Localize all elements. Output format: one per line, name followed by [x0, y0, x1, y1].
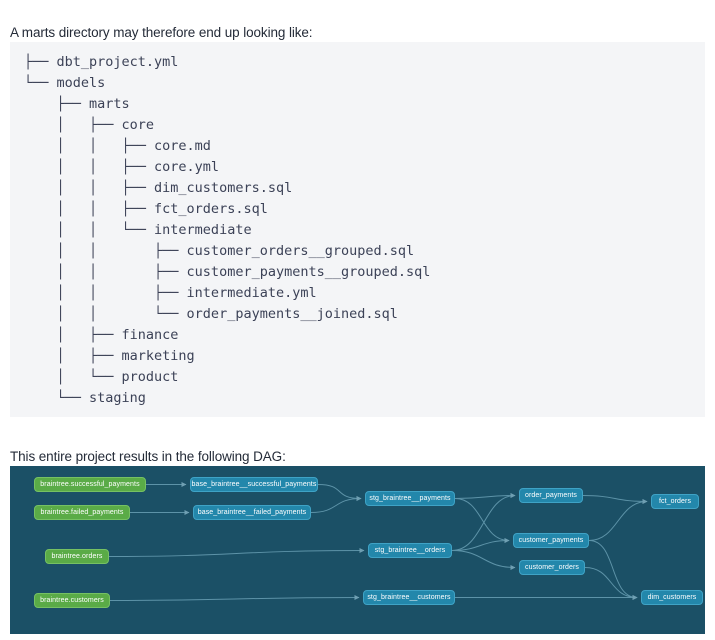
dag-edge-customer_payments-to-fct_orders — [588, 499, 648, 541]
dag-paragraph: This entire project results in the follo… — [10, 448, 286, 464]
dag-node-customer_payments[interactable]: customer_payments — [513, 533, 589, 548]
dag-node-fct_orders[interactable]: fct_orders — [651, 494, 699, 509]
dag-node-braintree_failed_payments[interactable]: braintree.failed_payments — [34, 505, 130, 520]
dag-edge-order_payments-to-fct_orders — [582, 495, 648, 504]
dag-node-dim_customers[interactable]: dim_customers — [641, 590, 703, 605]
dag-node-base_braintree__successful_payments[interactable]: base_braintree__successful_payments — [190, 477, 318, 492]
dag-node-stg_braintree__payments[interactable]: stg_braintree__payments — [365, 491, 455, 506]
dag-node-order_payments[interactable]: order_payments — [519, 488, 583, 503]
dag-edge-stg_braintree__orders-to-customer_payments — [451, 538, 510, 551]
dag-edge-layer — [108, 482, 648, 601]
intro-paragraph: A marts directory may therefore end up l… — [10, 24, 313, 40]
directory-tree-code-block: ├── dbt_project.yml └── models ├── marts… — [10, 42, 705, 417]
dag-node-braintree_orders[interactable]: braintree.orders — [45, 549, 109, 564]
dag-node-customer_orders[interactable]: customer_orders — [519, 560, 585, 575]
dag-edge-braintree_orders-to-stg_braintree__orders — [108, 548, 365, 557]
dag-edge-base_braintree__successful_payments-to-stg_braintree__payments — [317, 484, 362, 501]
dag-node-braintree_customers[interactable]: braintree.customers — [34, 593, 110, 608]
dag-node-base_braintree__failed_payments[interactable]: base_braintree__failed_payments — [193, 505, 311, 520]
directory-tree-text: ├── dbt_project.yml └── models ├── marts… — [24, 54, 431, 406]
dag-diagram: braintree.successful_payments braintree.f… — [10, 466, 705, 634]
dag-edge-stg_braintree__orders-to-customer_orders — [451, 550, 516, 570]
dag-edge-braintree_customers-to-stg_braintree__customers — [109, 595, 360, 601]
dag-edge-customer_payments-to-dim_customers — [588, 540, 638, 600]
dag-edge-stg_braintree__payments-to-customer_payments — [454, 498, 510, 543]
dag-node-stg_braintree__orders[interactable]: stg_braintree__orders — [368, 543, 452, 558]
dag-node-braintree_successful_payments[interactable]: braintree.successful_payments — [34, 477, 146, 492]
dag-edge-stg_braintree__payments-to-order_payments — [454, 493, 516, 499]
dag-edge-customer_orders-to-dim_customers — [584, 567, 638, 600]
dag-edge-stg_braintree__orders-to-order_payments — [451, 493, 516, 551]
dag-edge-base_braintree__failed_payments-to-stg_braintree__payments — [310, 496, 362, 513]
dag-node-stg_braintree__customers[interactable]: stg_braintree__customers — [363, 590, 455, 605]
